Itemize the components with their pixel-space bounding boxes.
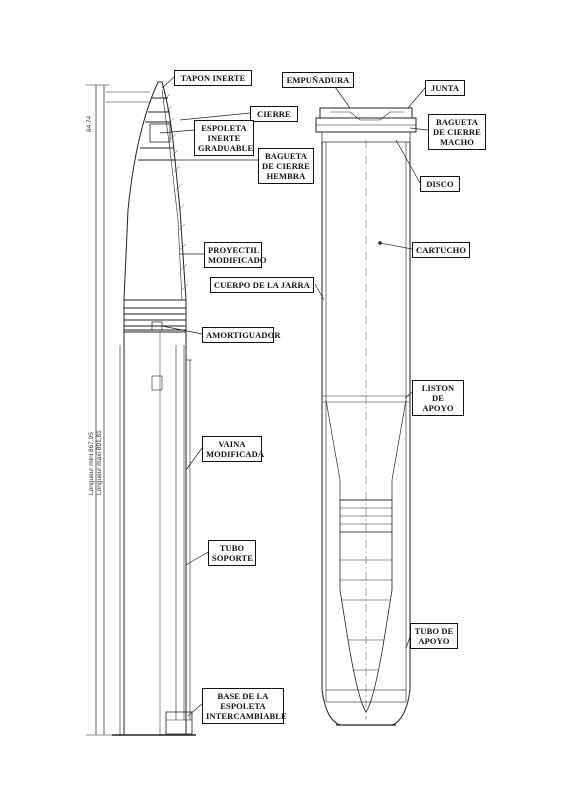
- label-liston-apoyo: LISTON DE APOYO: [412, 380, 464, 416]
- label-bagueta-macho: BAGUETA DE CIERRE MACHO: [428, 114, 486, 150]
- label-amortiguador: AMORTIGUADOR: [202, 327, 280, 343]
- label-disco: DISCO: [420, 176, 460, 192]
- container-cap: [319, 107, 413, 119]
- label-base-espoleta: BASE DE LA ESPOLETA INTERCAMBIABLE: [202, 688, 287, 724]
- label-cuerpo-jarra: CUERPO DE LA JARRA: [210, 277, 314, 293]
- label-bagueta-hembra: BAGUETA DE CIERRE HEMBRA: [258, 148, 314, 184]
- label-proyectil-modificado: PROYECTIL MODIFICADO: [204, 242, 267, 268]
- dim-text-length-min: Longueur mini 867,95: [88, 432, 95, 495]
- label-tapon-inerte: TAPON INERTE: [174, 70, 252, 86]
- label-tubo-soporte: TUBO SOPORTE: [208, 540, 256, 566]
- label-junta: JUNTA: [425, 80, 465, 96]
- dim-text-top: 84,74: [86, 115, 93, 132]
- label-cierre: CIERRE: [250, 106, 298, 122]
- dim-text-length-maxi: Longueur maxi 891,81: [96, 430, 103, 495]
- label-espoleta-inerte: ESPOLETA INERTE GRADUABLE: [194, 120, 254, 156]
- label-tubo-apoyo: TUBO DE APOYO: [410, 623, 458, 649]
- casing-body: [123, 332, 187, 736]
- cartridge-ogive: [339, 532, 393, 713]
- label-cartucho: CARTUCHO: [412, 242, 470, 258]
- label-vaina-modificada: VAINA MODIFICADA: [202, 436, 264, 462]
- label-empunadura: EMPUÑADURA: [282, 72, 354, 88]
